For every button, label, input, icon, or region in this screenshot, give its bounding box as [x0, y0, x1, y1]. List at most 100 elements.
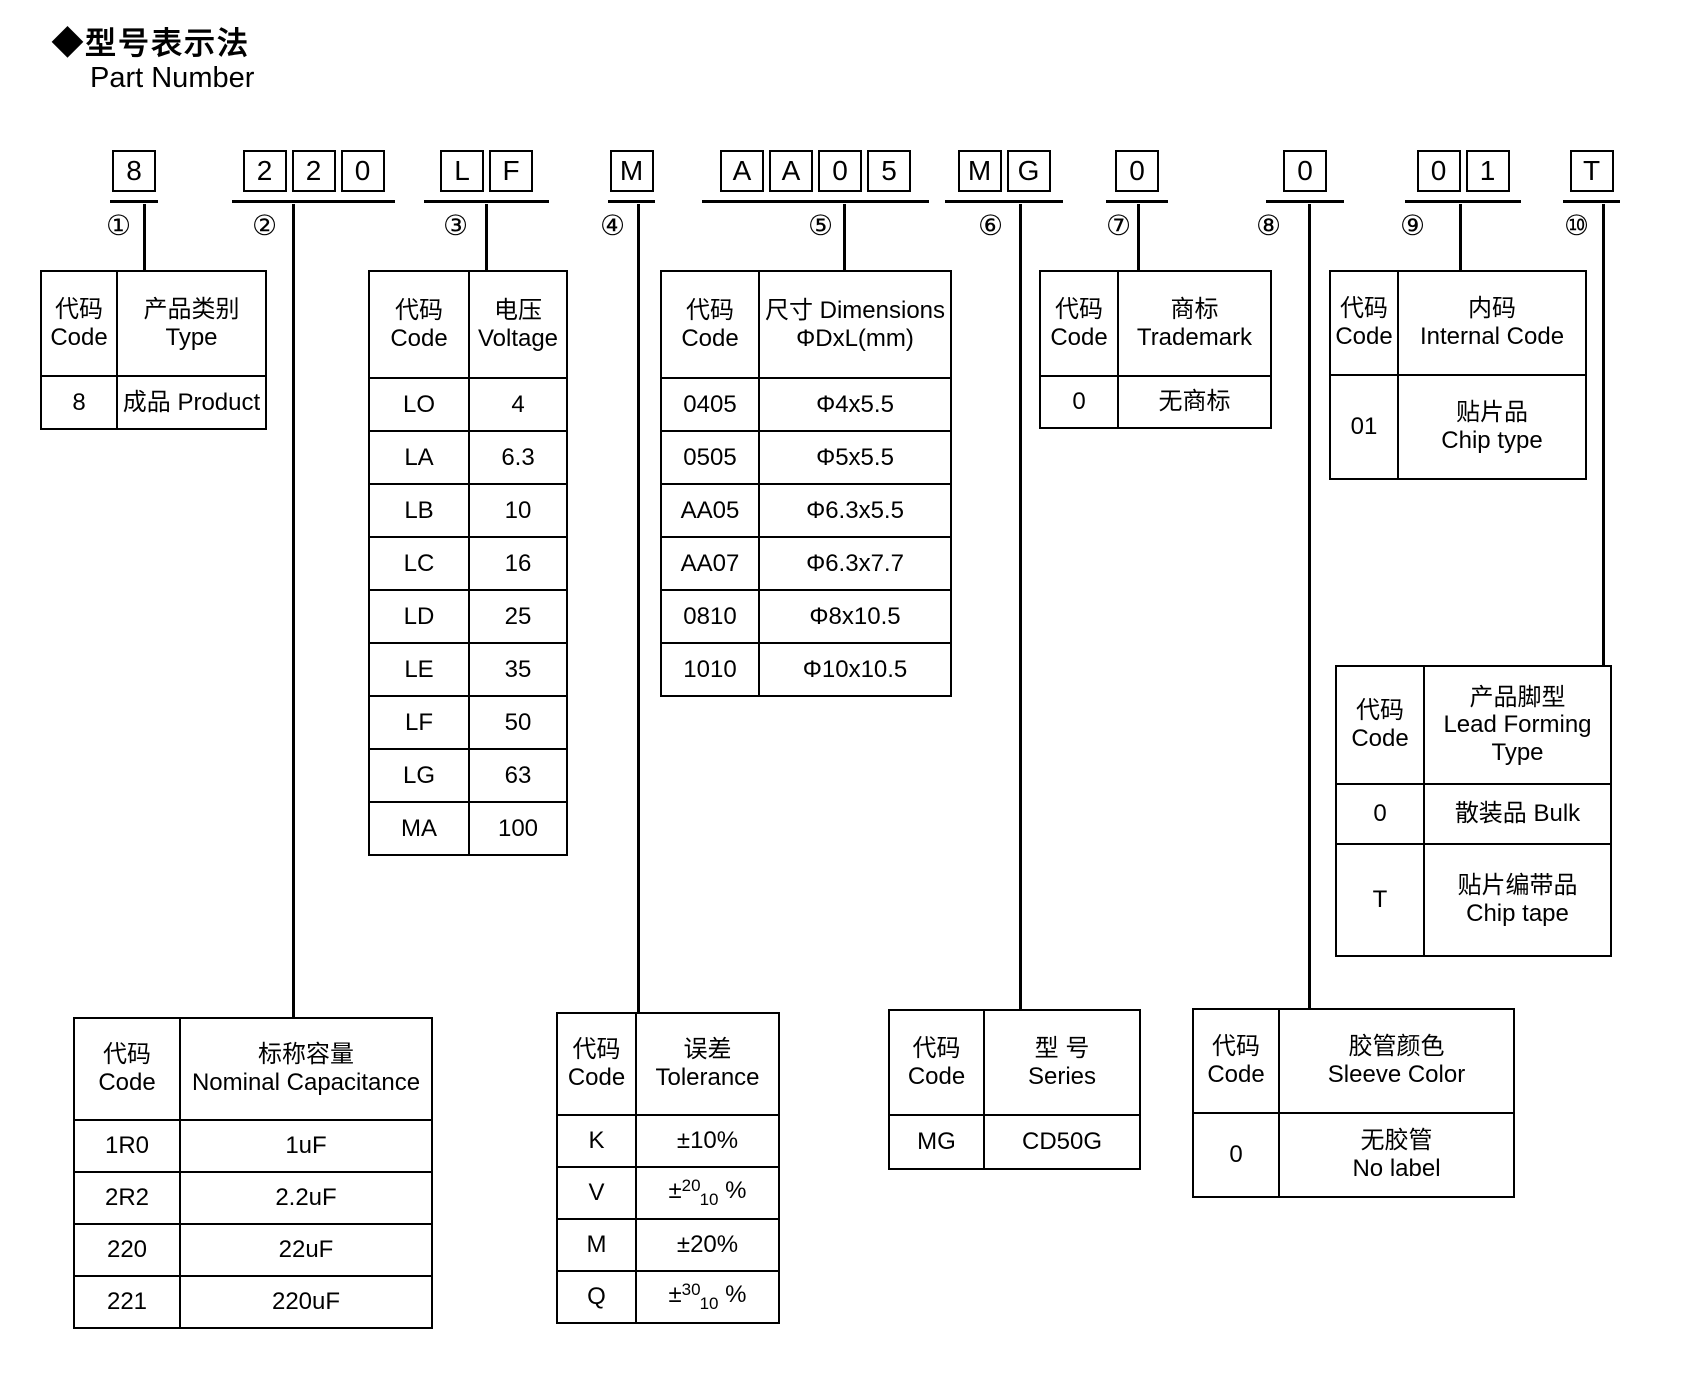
table-cell: 25: [468, 589, 568, 644]
table-cell: LD: [368, 589, 470, 644]
table-cell: CD50G: [983, 1114, 1141, 1170]
group-label-6: ⑥: [978, 210, 1004, 241]
char-box: A: [769, 150, 813, 192]
table-cell: LF: [368, 695, 470, 750]
table-cell: 220: [73, 1223, 181, 1277]
table-cell: 1R0: [73, 1119, 181, 1173]
table-cell: LB: [368, 483, 470, 538]
table-cell: ±20%: [635, 1218, 780, 1272]
char-box: M: [957, 150, 1002, 192]
table-cell: LC: [368, 536, 470, 591]
table-cell: LA: [368, 430, 470, 485]
table-cell: 0: [1039, 375, 1119, 429]
table-cell: Φ6.3x7.7: [758, 536, 952, 591]
table-row: M±20%: [556, 1218, 780, 1272]
table-cell: 无商标: [1117, 375, 1272, 429]
page-title-en: Part Number: [90, 62, 255, 94]
table-cell: 0505: [660, 430, 760, 485]
table-cell: 01: [1329, 374, 1399, 480]
char-box: 5: [867, 150, 911, 192]
connector-line-3: [485, 204, 488, 270]
connector-line-7: [1137, 204, 1140, 270]
part-group-1: 8: [110, 150, 158, 203]
connector-line-5: [843, 204, 846, 270]
group-underline: [110, 200, 158, 203]
connector-line-8: [1308, 204, 1311, 1008]
connector-line-9: [1459, 204, 1462, 270]
connector-line-1: [143, 204, 146, 270]
table-cell: 2.2uF: [179, 1171, 433, 1225]
char-box: A: [720, 150, 764, 192]
group-label-10: ⑩: [1564, 210, 1590, 241]
char-box: L: [440, 150, 484, 192]
table-cell: 6.3: [468, 430, 568, 485]
group-underline: [608, 200, 655, 203]
part-group-7: 0: [1106, 150, 1168, 203]
table-cell: K: [556, 1114, 637, 1168]
part-group-10: T: [1563, 150, 1620, 203]
char-box: T: [1569, 150, 1614, 192]
char-box: F: [489, 150, 533, 192]
char-box: G: [1006, 150, 1051, 192]
group-underline: [1106, 200, 1168, 203]
table-cell: 散装品 Bulk: [1423, 783, 1612, 845]
table-cell: MA: [368, 801, 470, 856]
char-box: 8: [112, 150, 156, 192]
table-cell: 35: [468, 642, 568, 697]
group-underline: [702, 200, 929, 203]
table-cell: M: [556, 1218, 637, 1272]
char-box: 0: [1416, 150, 1461, 192]
group-underline: [424, 200, 549, 203]
char-box: M: [609, 150, 654, 192]
group-label-1: ①: [106, 210, 132, 241]
table-cell: Φ5x5.5: [758, 430, 952, 485]
group-underline: [1266, 200, 1344, 203]
char-box: 0: [1115, 150, 1159, 192]
char-box: 0: [340, 150, 385, 192]
table-cell: 10: [468, 483, 568, 538]
connector-line-4: [637, 204, 640, 1012]
page-title-zh: ◆型号表示法: [52, 26, 250, 61]
table-cell: Φ8x10.5: [758, 589, 952, 644]
group-label-7: ⑦: [1106, 210, 1132, 241]
table-cell: 221: [73, 1275, 181, 1329]
table-cell: 0405: [660, 377, 760, 432]
table-cell: 100: [468, 801, 568, 856]
group-underline: [945, 200, 1063, 203]
table-cell: MG: [888, 1114, 985, 1170]
